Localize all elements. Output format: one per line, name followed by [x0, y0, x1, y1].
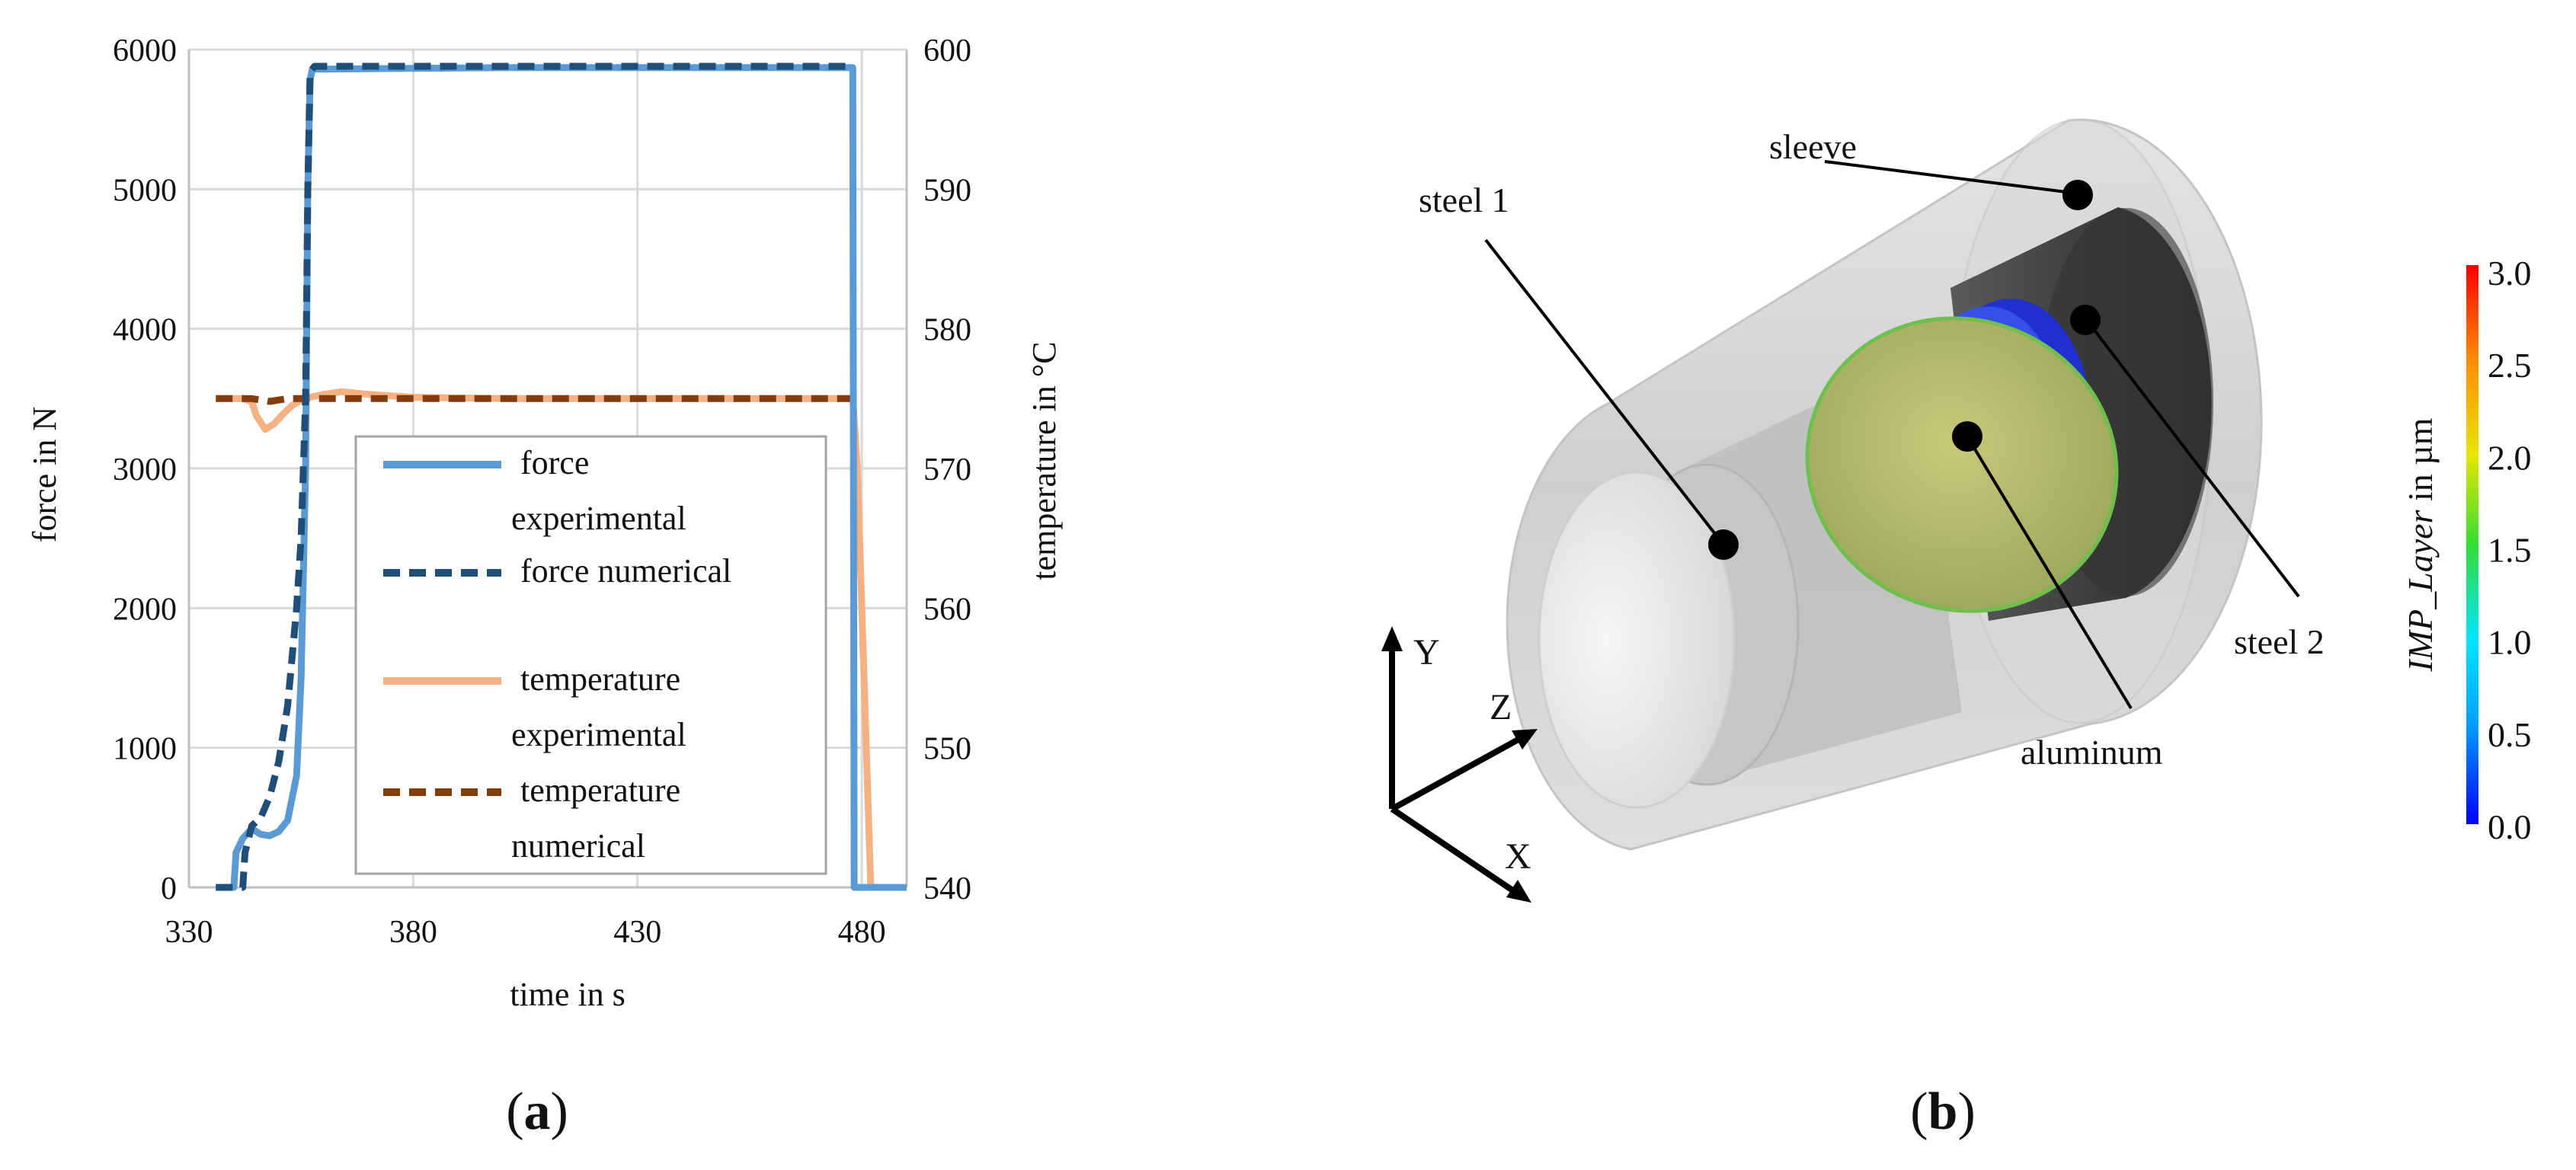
sleeve-label: sleeve	[1769, 127, 1857, 166]
x-axis-triad-label: X	[1505, 836, 1531, 877]
callout-sleeve: sleeve	[1769, 127, 2093, 210]
y-axis-label: force in N	[26, 407, 63, 542]
colorbar-label: IMP_Layer in µm	[2401, 417, 2440, 672]
y-tick-label: 1000	[113, 732, 177, 767]
x-tick-label: 430	[613, 915, 661, 950]
y2-tick-label: 600	[923, 34, 971, 69]
legend-box	[354, 435, 827, 875]
z-axis-triad-label: Z	[1490, 687, 1512, 727]
x-axis-label: time in s	[510, 976, 626, 1013]
legend-label-temperature-numerical-1: temperature	[520, 772, 680, 809]
panel-b-label: (b)	[1910, 1082, 1976, 1141]
bore-opening	[1538, 471, 1736, 809]
y-tick-label: 2000	[113, 592, 177, 627]
callout-steel-1: steel 1	[1419, 181, 1739, 560]
steel-1-label: steel 1	[1419, 181, 1509, 219]
x-tick-label: 480	[838, 915, 886, 950]
y-tick-label: 3000	[113, 452, 177, 488]
legend-label-force-experimental-1: force	[520, 444, 589, 481]
legend-label-force-numerical: force numerical	[520, 552, 731, 590]
x-tick-label: 330	[165, 915, 213, 950]
y2-tick-label: 540	[923, 871, 971, 906]
callout-aluminum: aluminum	[1952, 421, 2163, 772]
y-tick-label: 0	[161, 871, 177, 906]
callout-steel-2: steel 2	[2070, 305, 2325, 661]
legend-label-temperature-experimental-1: temperature	[520, 660, 680, 698]
chart-tick-labels: 0 1000 2000 3000 4000 5000 6000 540 550 560 570 580…	[113, 34, 971, 950]
chart-series	[216, 62, 907, 891]
y2-tick-label: 570	[923, 452, 971, 488]
y-tick-label: 4000	[113, 313, 177, 348]
legend-label-force-experimental-2: experimental	[511, 500, 686, 537]
series-line-temperature-experimental	[216, 388, 907, 891]
colorbar-tick-label: 0.5	[2488, 715, 2532, 754]
joint-model-illustration: sleeve steel 1 steel 2 aluminum Y Z	[1381, 118, 2532, 1141]
colorbar-tick-label: 2.5	[2488, 346, 2532, 385]
chart-axes	[187, 50, 908, 889]
steel-2-label: steel 2	[2234, 622, 2325, 661]
x-tick-label: 380	[389, 915, 437, 950]
aluminum-disk	[1805, 316, 2119, 613]
y-tick-label: 6000	[113, 34, 177, 69]
colorbar-tick-labels: 3.0 2.5 2.0 1.5 1.0 0.5 0.0	[2488, 254, 2532, 846]
colorbar-tick-label: 3.0	[2488, 254, 2532, 292]
legend-label-temperature-numerical-2: numerical	[511, 827, 645, 865]
y2-tick-label: 550	[923, 732, 971, 767]
series-line-force-numerical	[216, 62, 853, 891]
y2-tick-label: 590	[923, 173, 971, 208]
y2-tick-label: 580	[923, 313, 971, 348]
colorbar-gradient	[2466, 265, 2478, 824]
coordinate-triad	[1381, 626, 1538, 903]
y-tick-label: 5000	[113, 173, 177, 208]
colorbar-tick-label: 1.0	[2488, 623, 2532, 662]
aluminum-label: aluminum	[2021, 733, 2163, 772]
colorbar-tick-label: 1.5	[2488, 531, 2532, 570]
chart-legend: force experimental force numerical tempe…	[354, 435, 827, 875]
y2-axis-label: temperature in °C	[1026, 341, 1063, 580]
colorbar: 3.0 2.5 2.0 1.5 1.0 0.5 0.0 IMP_Layer in µm	[2401, 254, 2532, 846]
y-axis-triad-label: Y	[1413, 632, 1440, 673]
panel-a-label: (a)	[506, 1082, 568, 1141]
colorbar-tick-label: 2.0	[2488, 438, 2532, 477]
colorbar-tick-label: 0.0	[2488, 807, 2532, 846]
y2-tick-label: 560	[923, 592, 971, 627]
legend-label-temperature-experimental-2: experimental	[511, 716, 686, 753]
force-temperature-chart: 0 1000 2000 3000 4000 5000 6000 540 550 560 570 580…	[26, 34, 1063, 1141]
